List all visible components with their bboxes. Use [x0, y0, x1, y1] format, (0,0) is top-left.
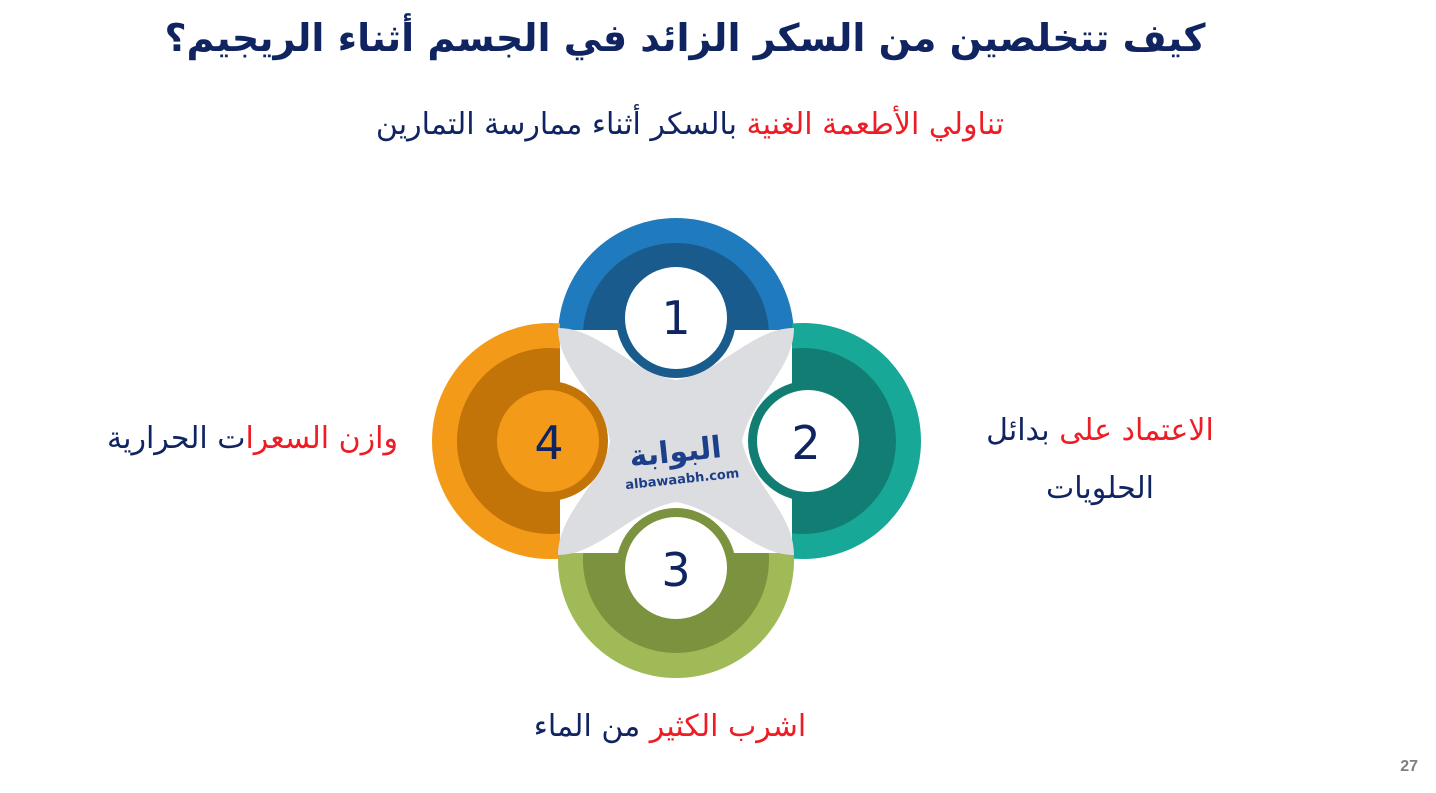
step-1-text: تناولي الأطعمة الغنية بالسكر أثناء ممارس…	[360, 96, 1020, 154]
step-3-highlight: اشرب الكثير	[649, 709, 807, 744]
step-3-badge	[625, 517, 727, 619]
step-1-badge	[625, 267, 727, 369]
step-3-rest: من الماء	[533, 709, 650, 744]
step-3-number: 3	[661, 543, 690, 597]
step-2-text: الاعتماد على بدائل الحلويات	[940, 402, 1260, 518]
step-4-number: 4	[534, 416, 563, 470]
step-1-highlight: تناولي الأطعمة الغنية	[746, 107, 1005, 142]
step-4-rest: ت الحرارية	[107, 421, 246, 456]
step-3-text: اشرب الكثير من الماء	[495, 698, 845, 756]
step-2-highlight-start: الاعتماد	[1121, 413, 1214, 448]
step-4-badge	[497, 390, 599, 492]
step-1-number: 1	[661, 291, 690, 345]
step-2-highlight: على	[1059, 413, 1122, 448]
step-1-rest: بالسكر أثناء ممارسة التمارين	[375, 107, 747, 142]
step-2-number: 2	[791, 416, 820, 470]
page-number: 27	[1400, 758, 1418, 775]
center-core	[612, 382, 740, 500]
step-4-highlight: وازن السعرا	[245, 421, 398, 456]
step-2-rest: بدائل الحلويات	[986, 413, 1154, 506]
step-4-text: وازن السعرات الحرارية	[80, 410, 425, 468]
page-title: كيف تتخلصين من السكر الزائد في الجسم أثن…	[164, 16, 1206, 60]
step-2-badge	[757, 390, 859, 492]
